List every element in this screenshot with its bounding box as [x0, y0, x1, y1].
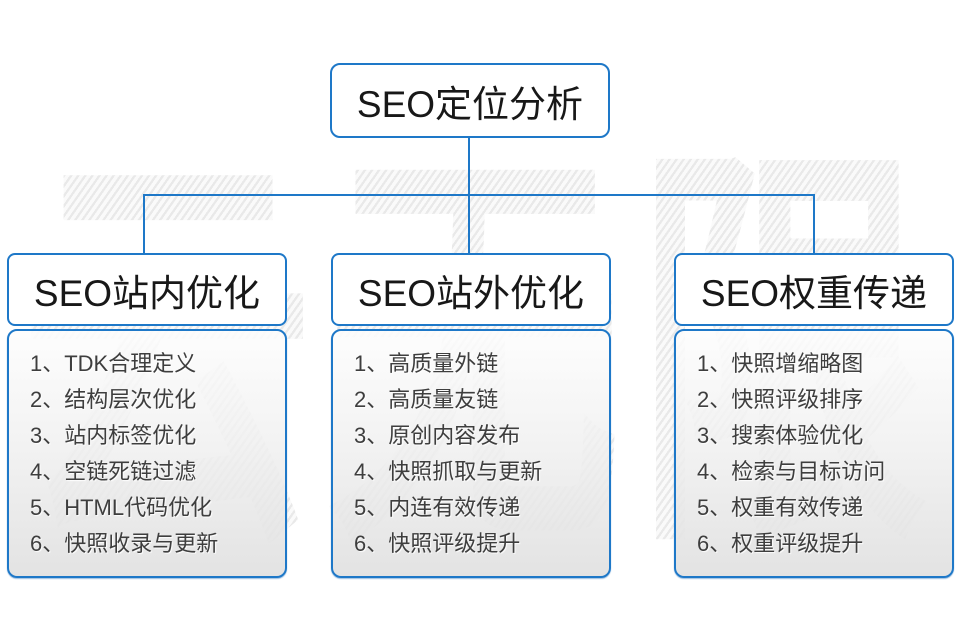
list-item: 1、高质量外链	[354, 351, 499, 376]
node-offsite-optimization: SEO站外优化	[331, 253, 611, 326]
panel-onsite-optimization: 1、TDK合理定义 2、结构层次优化 3、站内标签优化 4、空链死链过滤 5、H…	[7, 329, 287, 578]
list-item: 5、内连有效传递	[354, 495, 521, 520]
connector-root-vertical	[468, 137, 470, 195]
onsite-item-list: 1、TDK合理定义 2、结构层次优化 3、站内标签优化 4、空链死链过滤 5、H…	[9, 331, 285, 562]
panel-weight-transfer: 1、快照增缩略图 2、快照评级排序 3、搜索体验优化 4、检索与目标访问 5、权…	[674, 329, 954, 578]
list-item: 4、检索与目标访问	[697, 459, 886, 484]
list-item: 3、原创内容发布	[354, 423, 521, 448]
node-seo-positioning-analysis: SEO定位分析	[330, 63, 610, 138]
root-node-label: SEO定位分析	[356, 83, 584, 125]
list-item: 2、结构层次优化	[30, 387, 197, 412]
list-item: 2、快照评级排序	[697, 387, 864, 412]
branch-title: SEO权重传递	[700, 272, 928, 314]
connector-drop-left	[143, 194, 145, 254]
list-item: 5、HTML代码优化	[30, 495, 213, 520]
branch-title: SEO站内优化	[33, 272, 261, 314]
node-weight-transfer: SEO权重传递	[674, 253, 954, 326]
list-item: 4、空链死链过滤	[30, 459, 197, 484]
list-item: 2、高质量友链	[354, 387, 499, 412]
weight-item-list: 1、快照增缩略图 2、快照评级排序 3、搜索体验优化 4、检索与目标访问 5、权…	[676, 331, 952, 562]
connector-drop-middle	[468, 194, 470, 254]
offsite-item-list: 1、高质量外链 2、高质量友链 3、原创内容发布 4、快照抓取与更新 5、内连有…	[333, 331, 609, 562]
list-item: 3、站内标签优化	[30, 423, 197, 448]
list-item: 6、快照收录与更新	[30, 531, 219, 556]
list-item: 5、权重有效传递	[697, 495, 864, 520]
list-item: 1、TDK合理定义	[30, 351, 197, 376]
list-item: 6、权重评级提升	[697, 531, 864, 556]
panel-offsite-optimization: 1、高质量外链 2、高质量友链 3、原创内容发布 4、快照抓取与更新 5、内连有…	[331, 329, 611, 578]
list-item: 4、快照抓取与更新	[354, 459, 543, 484]
node-onsite-optimization: SEO站内优化	[7, 253, 287, 326]
list-item: 6、快照评级提升	[354, 531, 521, 556]
connector-horizontal-bus	[143, 194, 815, 196]
connector-drop-right	[813, 194, 815, 254]
list-item: 3、搜索体验优化	[697, 423, 864, 448]
branch-title: SEO站外优化	[357, 272, 585, 314]
list-item: 1、快照增缩略图	[697, 351, 864, 376]
